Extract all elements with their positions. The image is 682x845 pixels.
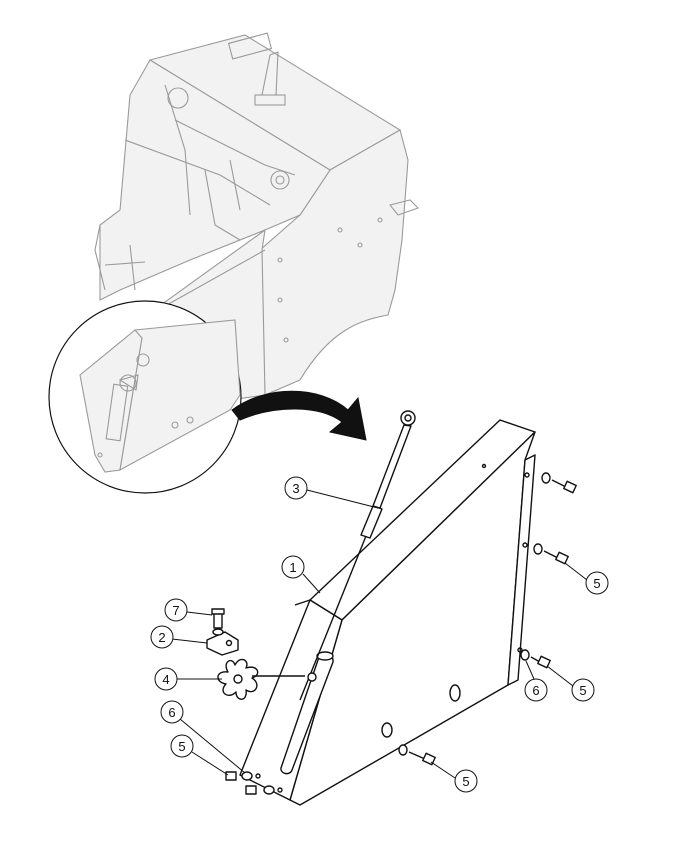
svg-text:3: 3 [292,481,299,496]
detail-magnifier [48,300,242,494]
svg-text:5: 5 [593,576,600,591]
callout-6-left: 6 [160,700,246,774]
latch-bracket [206,608,239,656]
svg-text:1: 1 [289,560,296,575]
callout-3: 3 [284,476,379,509]
svg-text:5: 5 [178,739,185,754]
svg-text:4: 4 [162,672,169,687]
gas-strut [299,410,416,701]
star-knob [217,658,317,700]
cover-panel [239,419,536,806]
callout-5-lower-right: 5 [546,665,595,702]
callout-5-upper-right: 5 [564,562,609,595]
svg-text:5: 5 [579,683,586,698]
callout-2: 2 [150,625,208,649]
svg-text:6: 6 [532,683,539,698]
curved-arrow-icon [231,390,367,441]
callout-4: 4 [154,667,222,691]
callout-7: 7 [164,598,213,622]
hardware-sets [225,472,577,795]
svg-text:7: 7 [172,603,179,618]
svg-text:2: 2 [158,630,165,645]
callout-5-left: 5 [170,734,229,776]
callout-5-bottom: 5 [430,761,478,793]
svg-text:6: 6 [168,705,175,720]
svg-text:5: 5 [462,774,469,789]
callouts: 1 2 3 4 5 5 [150,476,609,793]
callout-6-right: 6 [524,660,548,702]
callout-1: 1 [281,555,321,594]
